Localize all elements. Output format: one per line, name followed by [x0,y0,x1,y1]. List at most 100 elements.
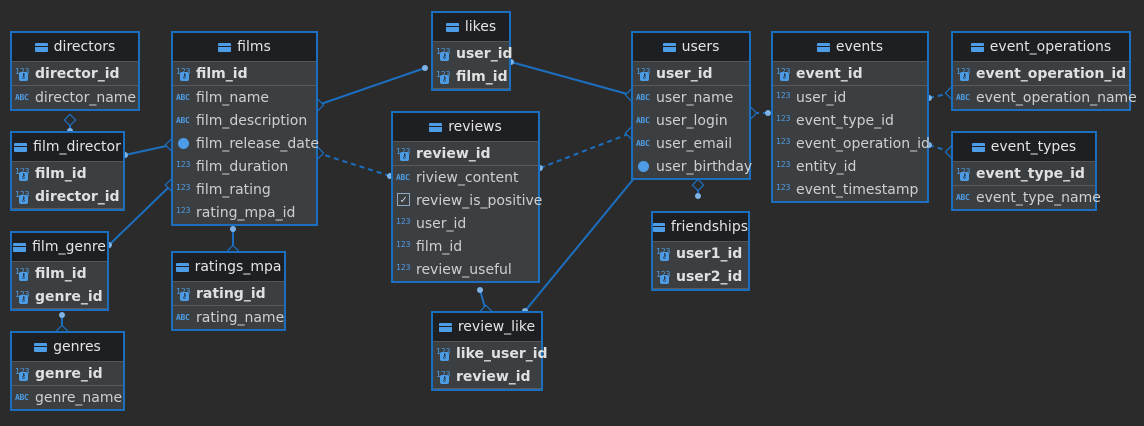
key-icon: ⚷ [19,294,28,304]
primary-key-field[interactable]: 123⚷like_user_id [433,342,548,365]
key-icon: ⚷ [400,151,409,161]
entity-event-types[interactable]: event_types123⚷event_type_idABCevent_typ… [951,131,1101,211]
entity-events[interactable]: events123⚷event_id123user_id123event_typ… [771,31,930,203]
table-icon [970,42,984,52]
numeric-type-icon: 123⚷ [656,270,673,284]
entity-films[interactable]: films 123⚷film_idABCfilm_nameABCfilm_desc… [171,31,319,226]
primary-key-field[interactable]: 123⚷review_id [393,142,538,165]
field-name: event_type_id [976,165,1085,182]
entity-header[interactable]: genres [12,333,123,362]
field-name: film_release_date [196,135,319,152]
primary-key-field[interactable]: 123⚷user_id [633,62,749,85]
entity-header[interactable]: event_types [953,133,1095,162]
primary-key-field[interactable]: 123⚷film_id [173,62,316,85]
text-type-icon: ABC [956,92,970,102]
field-row[interactable]: film_release_date [173,132,319,155]
entity-users[interactable]: users123⚷user_idABCuser_nameABCuser_logi… [631,31,752,180]
primary-key-field[interactable]: 123⚷rating_id [173,282,284,305]
entity-header[interactable]: directors [12,33,138,62]
entity-title: reviews [448,119,502,135]
relation-film_director-films [124,144,172,156]
entity-header[interactable]: events [773,33,927,62]
entity-header[interactable]: film_genre [12,233,107,262]
primary-key-field[interactable]: 123⚷film_id [12,162,123,185]
table-icon [175,262,189,272]
primary-key-field[interactable]: 123⚷director_id [12,185,123,208]
entity-header[interactable]: film_director [12,133,123,162]
entity-header[interactable]: review_like [433,313,541,342]
entity-reviews[interactable]: reviews 123⚷review_idABCriview_contentrev… [391,111,542,283]
primary-key-group: 123⚷genre_id [12,362,123,386]
primary-key-field[interactable]: 123⚷event_id [773,62,927,85]
text-type-icon: ABC [176,115,190,125]
field-name: rating_name [196,309,285,326]
primary-key-field[interactable]: 123⚷review_id [433,365,541,388]
entity-header[interactable]: users [633,33,749,62]
key-icon: ⚷ [180,71,189,81]
entity-event-operations[interactable]: event_operations123⚷event_operation_idAB… [951,31,1137,111]
primary-key-field[interactable]: 123⚷event_type_id [953,162,1095,185]
primary-key-field[interactable]: 123⚷director_id [12,62,138,85]
entity-header[interactable]: ratings_mpa [173,253,284,282]
field-name: genre_id [35,365,103,382]
field-row[interactable]: review_is_positive [393,189,542,212]
entity-header[interactable]: event_operations [953,33,1129,62]
primary-key-field[interactable]: 123⚷user2_id [653,265,748,288]
entity-header[interactable]: likes [433,13,509,42]
entity-header[interactable]: films [173,33,316,62]
entity-header[interactable]: reviews [393,113,538,142]
field-name: user1_id [676,245,743,262]
primary-key-field[interactable]: 123⚷event_operation_id [953,62,1129,85]
field-name: event_type_id [796,112,894,129]
primary-key-field[interactable]: 123⚷user_id [433,42,513,65]
key-icon: ⚷ [19,171,28,181]
primary-key-field[interactable]: 123⚷user1_id [653,242,748,265]
key-icon: ⚷ [19,371,28,381]
entity-header[interactable]: friendships [653,213,748,242]
primary-key-field[interactable]: 123⚷genre_id [12,362,123,385]
numeric-type-icon: 123 [396,216,411,226]
relation-review_like-users [524,164,646,312]
entity-title: films [237,39,271,55]
primary-key-field[interactable]: 123⚷film_id [12,262,107,285]
relation-endpoint-dot [477,287,483,293]
field-row[interactable]: user_birthday [633,155,752,178]
primary-key-field[interactable]: 123⚷genre_id [12,285,107,308]
primary-key-field[interactable]: 123⚷film_id [433,65,509,88]
field-name: film_rating [196,181,271,198]
field-name: rating_id [196,285,266,302]
field-name: event_operation_id [976,65,1127,82]
